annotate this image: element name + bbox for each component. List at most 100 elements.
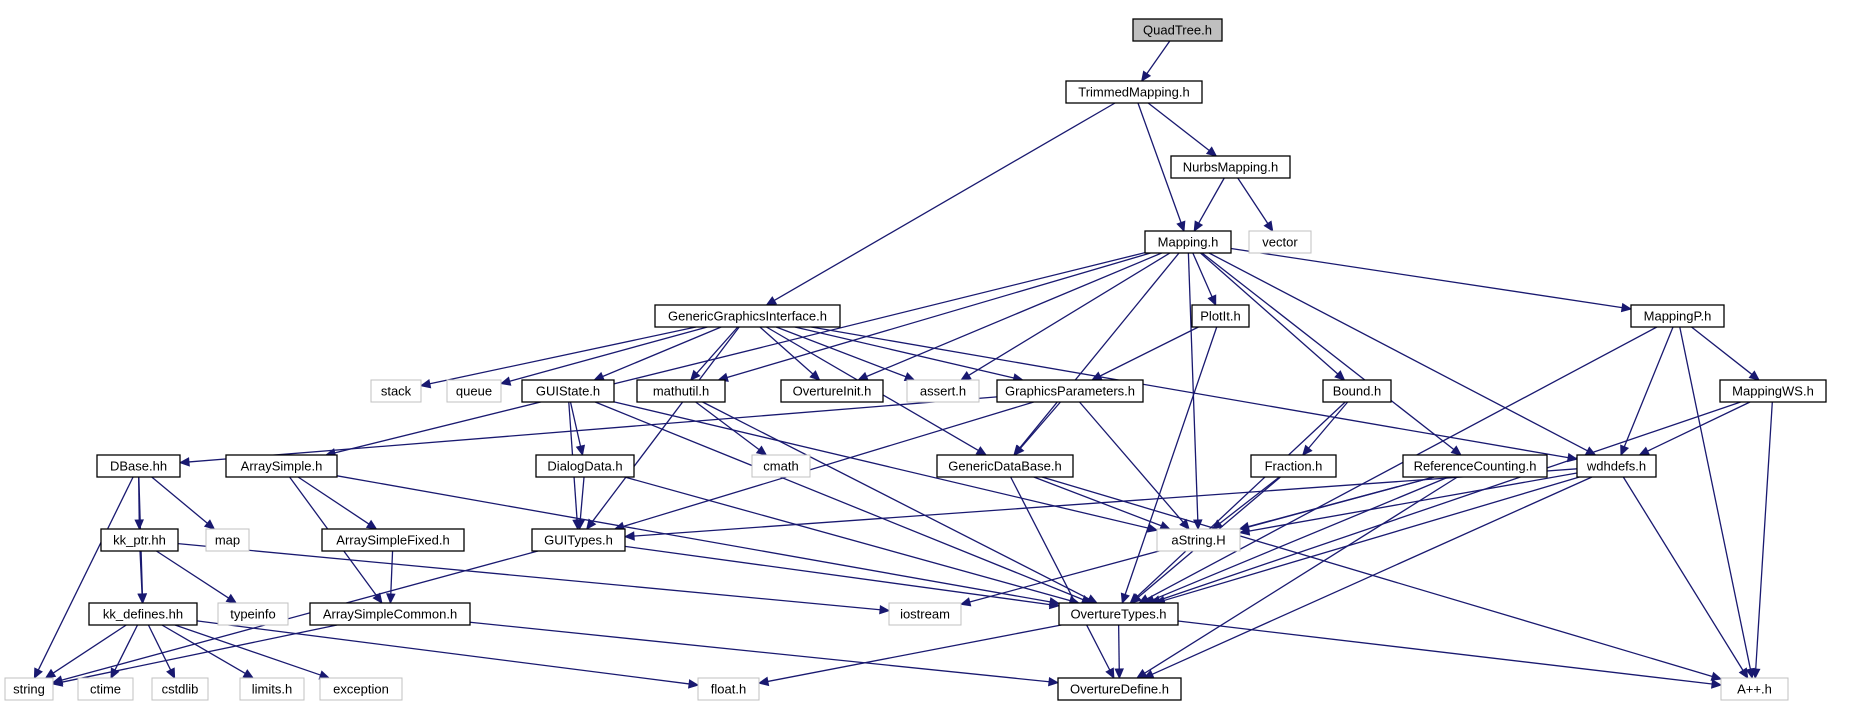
node-mappingp-h[interactable]: MappingP.h bbox=[1630, 304, 1725, 328]
edge-guistate-h-to-dialogdata-h bbox=[569, 401, 586, 457]
edge-line bbox=[624, 476, 1071, 602]
edge-kk-ptr-hh-to-typeinfo bbox=[156, 550, 238, 604]
node-box bbox=[535, 454, 635, 478]
arrowhead bbox=[1211, 519, 1224, 530]
edge-mapping-h-to-bound-h bbox=[1200, 252, 1346, 381]
node-mathutil-h[interactable]: mathutil.h bbox=[636, 379, 726, 403]
arrowhead bbox=[575, 444, 586, 457]
node-nurbsmapping-h[interactable]: NurbsMapping.h bbox=[1170, 155, 1291, 179]
edge-line bbox=[334, 251, 1146, 454]
node-trimmedmapping-h[interactable]: TrimmedMapping.h bbox=[1065, 80, 1203, 104]
node-arraysimplecommon-h[interactable]: ArraySimpleCommon.h bbox=[309, 602, 471, 626]
edge-dbase-hh-to-map bbox=[151, 476, 216, 530]
edge-line bbox=[1153, 476, 1449, 601]
node-genericgraphicsinterface-h[interactable]: GenericGraphicsInterface.h bbox=[654, 304, 841, 328]
edge-arraysimplecommon-h-to-string bbox=[51, 624, 338, 687]
edge-line bbox=[1192, 252, 1213, 298]
arrowhead bbox=[623, 531, 635, 541]
node-dbase-hh[interactable]: DBase.hh bbox=[96, 454, 181, 478]
edge-graphicsparameters-h-to-dbase-hh bbox=[178, 396, 998, 467]
edge-line bbox=[174, 624, 321, 676]
arrowhead bbox=[1013, 444, 1025, 456]
node-box bbox=[1170, 155, 1291, 179]
node-label: cstdlib bbox=[162, 682, 199, 697]
node-box bbox=[1065, 80, 1203, 104]
node-genericdatabase-h[interactable]: GenericDataBase.h bbox=[936, 454, 1074, 478]
edge-line bbox=[509, 326, 708, 382]
node-fraction-h[interactable]: Fraction.h bbox=[1250, 454, 1337, 478]
node-label: kk_defines.hh bbox=[103, 607, 183, 622]
edge-line bbox=[1248, 472, 1578, 532]
edge-mathutil-h-to-cmath bbox=[695, 401, 768, 456]
node-box bbox=[225, 454, 338, 478]
edge-line bbox=[429, 326, 697, 385]
edge-wdhdefs-h-to-guitypes-h bbox=[623, 468, 1578, 541]
node-label: OvertureDefine.h bbox=[1070, 682, 1169, 697]
node-label: GUIState.h bbox=[536, 384, 600, 399]
node-guitypes-h[interactable]: GUITypes.h bbox=[531, 528, 626, 552]
edge-dialogdata-h-to-guitypes-h bbox=[575, 476, 586, 531]
node-mapping-h[interactable]: Mapping.h bbox=[1144, 230, 1232, 254]
node-box bbox=[1057, 677, 1182, 701]
arrowhead bbox=[1048, 599, 1061, 610]
node-wdhdefs-h[interactable]: wdhdefs.h bbox=[1576, 454, 1657, 478]
arrowhead bbox=[386, 593, 396, 605]
arrowhead bbox=[1146, 523, 1159, 533]
node-referencecounting-h[interactable]: ReferenceCounting.h bbox=[1402, 454, 1548, 478]
node-label: ctime bbox=[90, 682, 121, 697]
node-box bbox=[521, 379, 615, 403]
edge-line bbox=[602, 326, 722, 378]
node-string: string bbox=[4, 677, 54, 701]
node-quadtree-h[interactable]: QuadTree.h bbox=[1132, 18, 1223, 42]
arrowhead bbox=[959, 597, 972, 607]
node-box bbox=[1132, 18, 1223, 42]
edge-line bbox=[1163, 476, 1580, 602]
node-graphicsparameters-h[interactable]: GraphicsParameters.h bbox=[996, 379, 1144, 403]
edge-line bbox=[1198, 177, 1225, 224]
edge-nurbsmapping-h-to-mapping-h bbox=[1193, 177, 1225, 233]
node-overturedefine-h[interactable]: OvertureDefine.h bbox=[1057, 677, 1182, 701]
node-label: TrimmedMapping.h bbox=[1078, 85, 1190, 100]
edge-line bbox=[1679, 326, 1752, 670]
node-overtureinit-h[interactable]: OvertureInit.h bbox=[780, 379, 884, 403]
edge-dbase-hh-to-string bbox=[33, 476, 134, 680]
node-box bbox=[1576, 454, 1657, 478]
arrowhead bbox=[1207, 294, 1217, 307]
edge-graphicsparameters-h-to-genericdatabase-h bbox=[1013, 401, 1061, 456]
node-bound-h[interactable]: Bound.h bbox=[1322, 379, 1392, 403]
node-kk-ptr-hh[interactable]: kk_ptr.hh bbox=[100, 528, 179, 552]
edge-genericgraphicsinterface-h-to-queue bbox=[499, 326, 708, 386]
arrowhead bbox=[1302, 444, 1313, 456]
arrowhead bbox=[110, 667, 120, 680]
edge-line bbox=[1078, 401, 1184, 523]
arrowhead bbox=[1450, 445, 1462, 456]
node-box bbox=[151, 677, 209, 701]
node-box bbox=[239, 677, 305, 701]
edge-line bbox=[623, 401, 1034, 528]
edge-line bbox=[1124, 326, 1218, 595]
edge-nurbsmapping-h-to-vector bbox=[1237, 177, 1274, 233]
edge-line bbox=[1136, 401, 1346, 598]
node-mappingws-h[interactable]: MappingWS.h bbox=[1719, 379, 1827, 403]
edge-wdhdefs-h-to-overturedefine-h bbox=[1142, 476, 1593, 679]
arrowhead bbox=[1179, 518, 1190, 530]
node-guistate-h[interactable]: GUIState.h bbox=[521, 379, 615, 403]
nodes-layer: QuadTree.hTrimmedMapping.hNurbsMapping.h… bbox=[4, 18, 1827, 701]
node-arraysimplefixed-h[interactable]: ArraySimpleFixed.h bbox=[321, 528, 465, 552]
arrowhead bbox=[1711, 679, 1723, 689]
node-dialogdata-h[interactable]: DialogData.h bbox=[535, 454, 635, 478]
node-kk-defines-hh[interactable]: kk_defines.hh bbox=[88, 602, 198, 626]
edge-arraysimplecommon-h-to-overturedefine-h bbox=[469, 621, 1060, 687]
node-box bbox=[100, 528, 179, 552]
node-overturetypes-h[interactable]: OvertureTypes.h bbox=[1058, 602, 1179, 626]
node-arraysimple-h[interactable]: ArraySimple.h bbox=[225, 454, 338, 478]
node-plotit-h[interactable]: PlotIt.h bbox=[1191, 304, 1250, 328]
edge-line bbox=[613, 401, 1149, 529]
node-box bbox=[654, 304, 841, 328]
edge-mappingws-h-to-overturetypes-h bbox=[1149, 401, 1741, 605]
node-label: GraphicsParameters.h bbox=[1005, 384, 1135, 399]
edge-bound-h-to-fraction-h bbox=[1302, 401, 1349, 456]
arrowhead bbox=[1159, 521, 1171, 531]
arrowhead bbox=[1193, 220, 1204, 233]
edge-line bbox=[773, 102, 1116, 302]
